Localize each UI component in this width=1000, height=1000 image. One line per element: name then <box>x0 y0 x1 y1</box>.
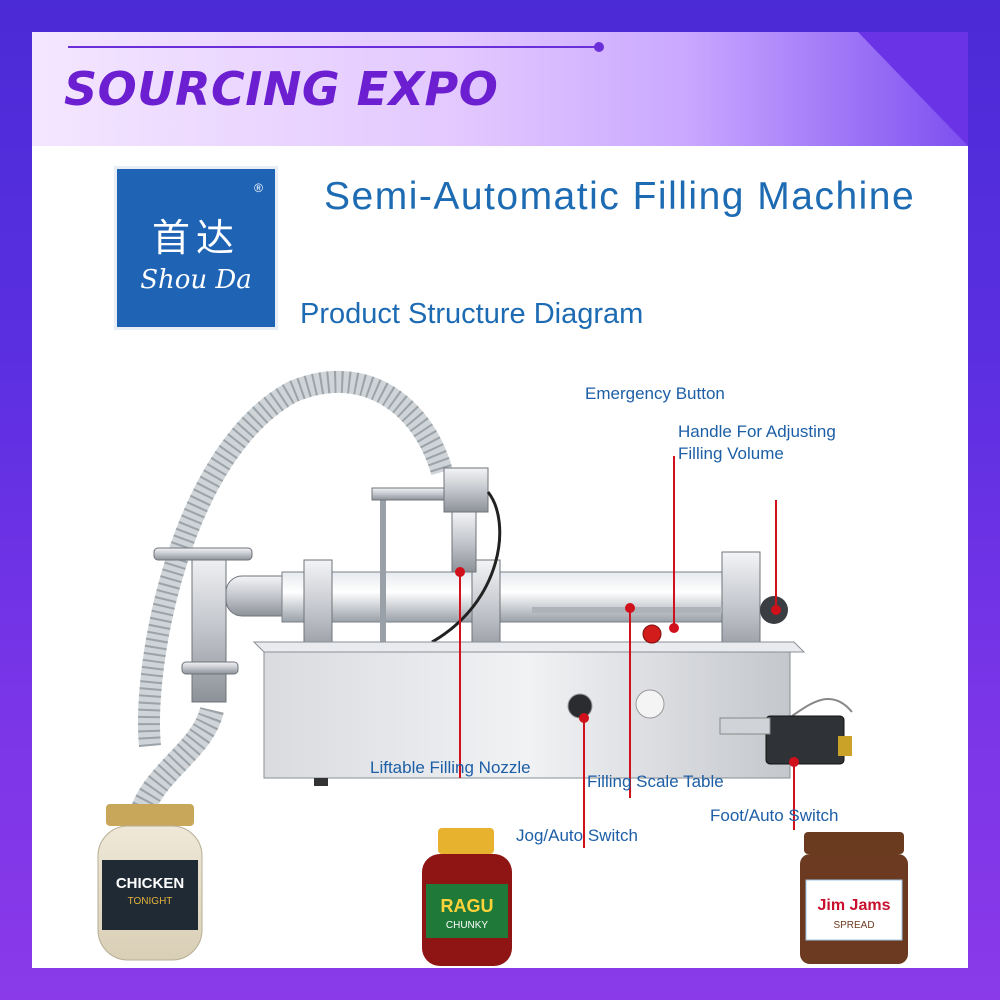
chicken-jar-lid <box>106 804 194 826</box>
chicken-label <box>102 860 198 930</box>
jimjams-sub: SPREAD <box>833 920 874 931</box>
base-foot <box>314 778 328 786</box>
valve-clamp-top <box>153 547 253 561</box>
nozzle-cable <box>431 491 502 644</box>
jimjams-jar-lid <box>804 832 904 854</box>
jog-knob <box>567 693 593 719</box>
emergency-stop <box>642 624 662 644</box>
dot-emergency <box>669 623 679 633</box>
machine-diagram: CHICKEN TONIGHT RAGU CHUNKY Jim Jams SPR… <box>97 371 908 966</box>
base-top <box>252 641 806 653</box>
chicken-brand: CHICKEN <box>116 875 184 892</box>
dot-scale <box>625 603 635 613</box>
main-cylinder <box>281 571 753 623</box>
label-jog-switch: Jog/Auto Switch <box>516 826 638 845</box>
banner-dot <box>594 42 604 52</box>
jimjams-label <box>805 879 903 941</box>
intake-hose <box>138 371 453 748</box>
valve-clamp-bottom <box>181 661 239 675</box>
pedal-base <box>838 736 852 756</box>
ragu-jar-lid <box>438 828 494 854</box>
diagram-subtitle: Product Structure Diagram <box>300 298 644 330</box>
banner-corner <box>858 32 968 146</box>
registered-mark: ® <box>254 181 263 195</box>
machine-base <box>263 651 791 779</box>
pressure-gauge <box>635 689 665 719</box>
chicken-sub: TONIGHT <box>128 896 173 907</box>
product-title: Semi-Automatic Filling Machine <box>324 175 916 218</box>
banner-line <box>68 46 598 48</box>
logo-english: Shou Da <box>140 265 252 295</box>
dot-nozzle <box>455 567 465 577</box>
label-handle-line1: Handle For Adjusting <box>678 422 836 441</box>
nozzle-rod <box>451 511 477 573</box>
label-foot-switch: Foot/Auto Switch <box>710 806 839 825</box>
brand-logo: ® 首达 Shou Da <box>114 166 278 330</box>
nozzle-post <box>380 496 386 646</box>
label-liftable-nozzle: Liftable Filling Nozzle <box>370 758 531 777</box>
dot-handle <box>771 605 781 615</box>
foot-pedal <box>765 715 845 765</box>
pedal-cable <box>791 698 853 717</box>
dot-foot <box>789 757 799 767</box>
label-scale-table: Filling Scale Table <box>587 772 724 791</box>
outlet-hose-coil <box>128 706 224 822</box>
valve-tube <box>191 551 227 703</box>
jimjams-brand: Jim Jams <box>818 897 891 914</box>
dot-jog <box>579 713 589 723</box>
expo-banner: SOURCING EXPO <box>32 32 968 146</box>
ragu-sub: CHUNKY <box>446 920 489 931</box>
pedal-plate <box>719 717 771 735</box>
label-emergency-button: Emergency Button <box>585 384 725 403</box>
content-frame: SOURCING EXPO ® 首达 Shou Da Semi-Automati… <box>32 32 968 968</box>
nozzle-cylinder <box>443 467 489 513</box>
ragu-label <box>426 884 508 938</box>
ragu-brand: RAGU <box>441 896 494 916</box>
label-handle-line2: Filling Volume <box>678 444 784 463</box>
logo-chinese: 首达 <box>151 216 240 260</box>
expo-title: SOURCING EXPO <box>64 62 499 116</box>
